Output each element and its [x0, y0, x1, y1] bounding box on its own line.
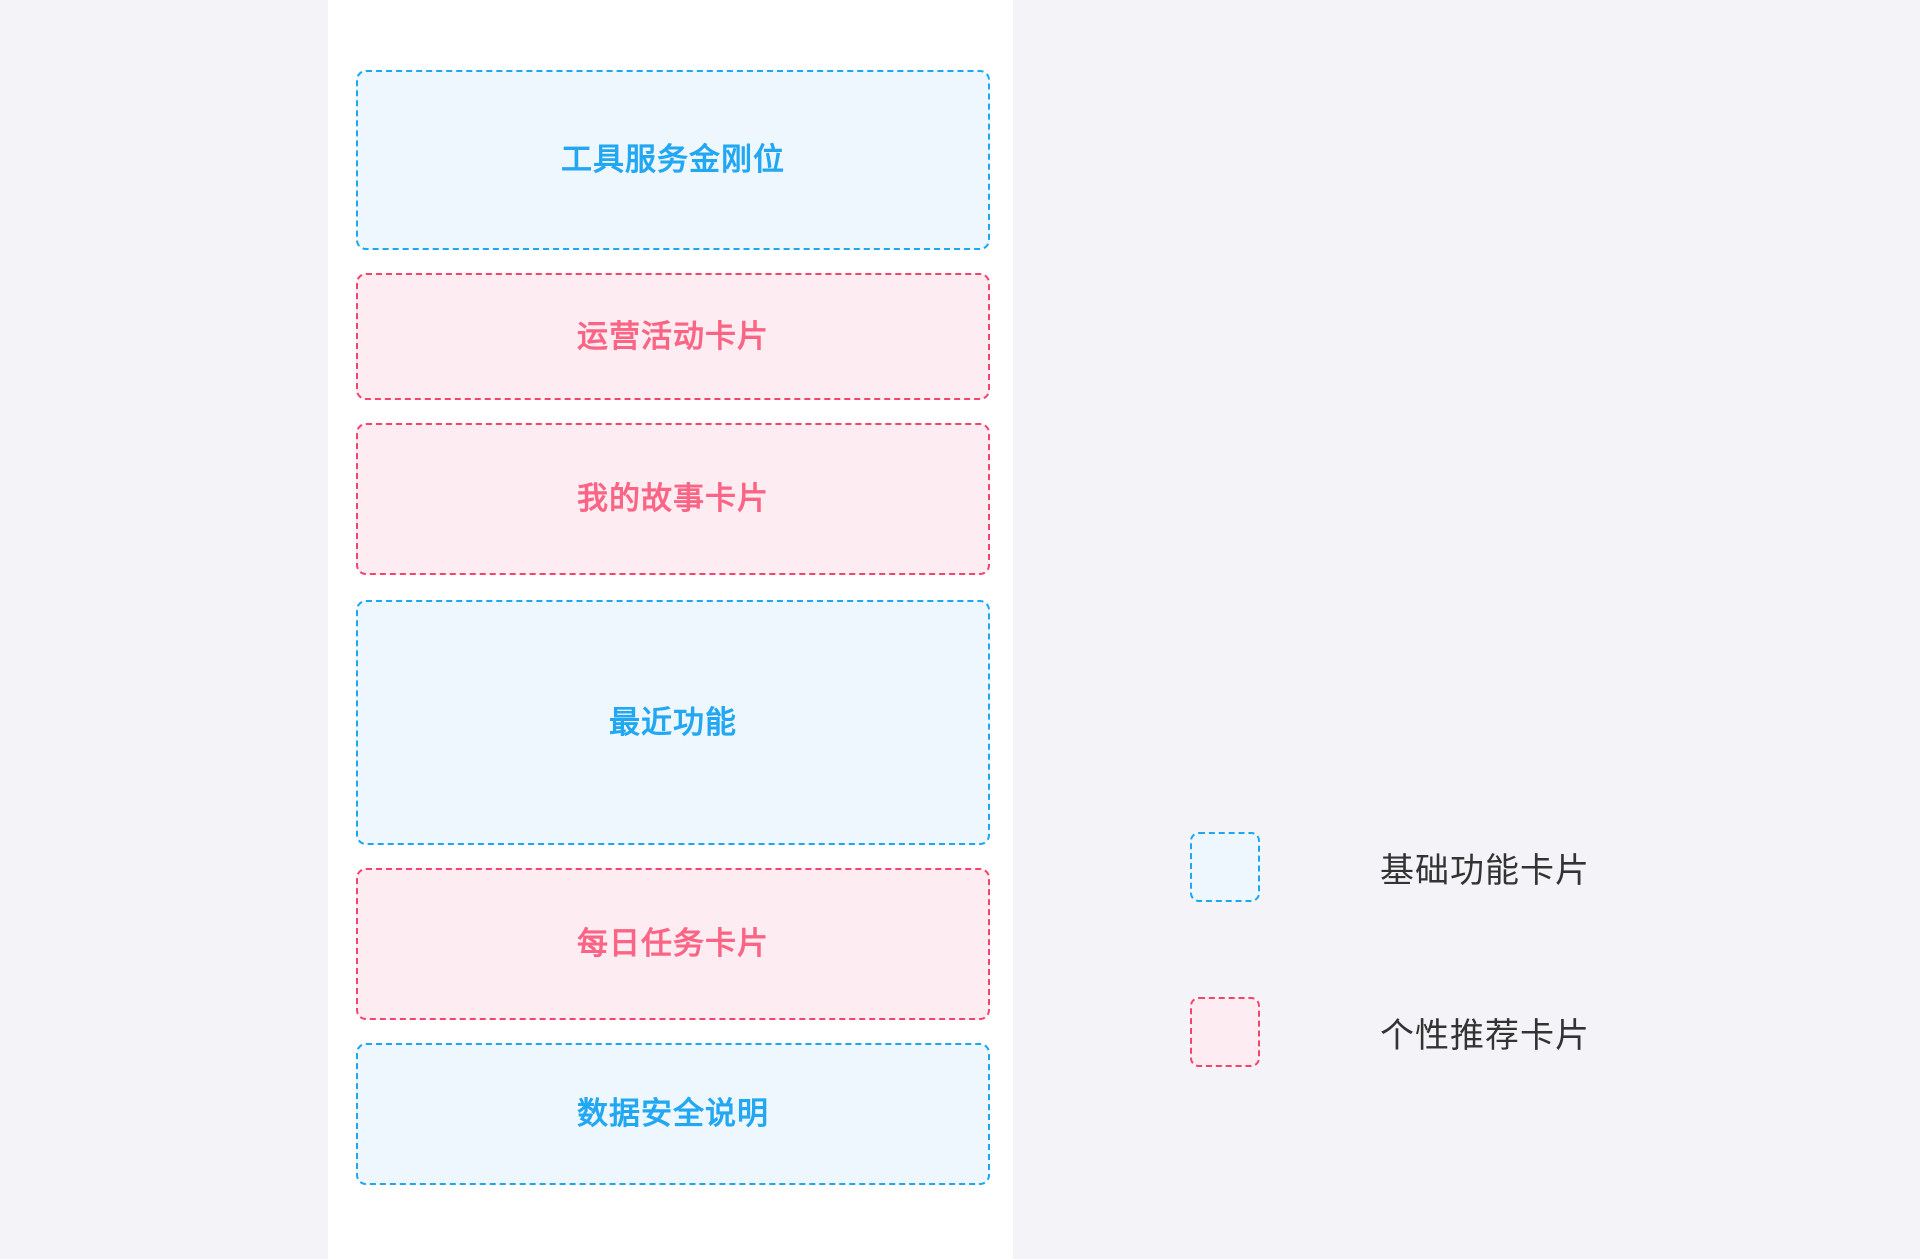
wireframe-card-daily-task[interactable]: 每日任务卡片 [356, 868, 990, 1020]
wireframe-card-tool-service[interactable]: 工具服务金刚位 [356, 70, 990, 250]
legend-swatch-basic-icon [1190, 832, 1260, 902]
wireframe-card-label: 工具服务金刚位 [561, 142, 785, 178]
wireframe-card-label: 我的故事卡片 [577, 481, 769, 517]
wireframe-card-label: 数据安全说明 [577, 1096, 769, 1132]
wireframe-card-label: 每日任务卡片 [577, 926, 769, 962]
phone-mockup-frame: 工具服务金刚位 运营活动卡片 我的故事卡片 最近功能 每日任务卡片 数据安全说明 [328, 0, 1013, 1259]
wireframe-card-operation-activity[interactable]: 运营活动卡片 [356, 273, 990, 400]
legend-swatch-recommend-icon [1190, 997, 1260, 1067]
legend-item-label: 基础功能卡片 [1380, 851, 1590, 890]
legend: 基础功能卡片 个性推荐卡片 [1190, 832, 1710, 1162]
wireframe-card-data-security[interactable]: 数据安全说明 [356, 1043, 990, 1185]
legend-item-recommend: 个性推荐卡片 [1190, 997, 1710, 1067]
wireframe-card-label: 最近功能 [609, 704, 737, 740]
wireframe-card-label: 运营活动卡片 [577, 318, 769, 354]
wireframe-card-stack: 工具服务金刚位 运营活动卡片 我的故事卡片 最近功能 每日任务卡片 数据安全说明 [356, 0, 990, 1259]
legend-item-basic: 基础功能卡片 [1190, 832, 1710, 902]
legend-item-label: 个性推荐卡片 [1380, 1016, 1590, 1055]
wireframe-card-my-story[interactable]: 我的故事卡片 [356, 423, 990, 575]
wireframe-card-recent-functions[interactable]: 最近功能 [356, 600, 990, 845]
